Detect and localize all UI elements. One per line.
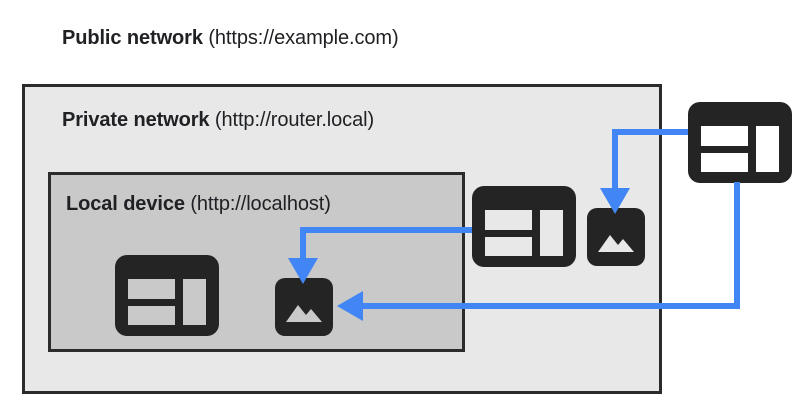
public-network-name: Public network [62,27,203,49]
local-device-name: Local device [66,193,185,215]
public-network-label: Public network (https://example.com) [62,26,399,50]
private-network-label: Private network (http://router.local) [62,108,374,132]
browser-window-icon [115,255,219,336]
image-photo-icon [587,208,645,266]
browser-window-icon [472,186,576,267]
image-photo-icon [275,278,333,336]
local-device-url: (http://localhost) [190,193,331,215]
private-network-name: Private network [62,109,210,131]
browser-window-icon [688,102,792,183]
public-network-url: (https://example.com) [208,27,399,49]
local-device-label: Local device (http://localhost) [66,192,331,216]
private-network-url: (http://router.local) [214,109,375,131]
